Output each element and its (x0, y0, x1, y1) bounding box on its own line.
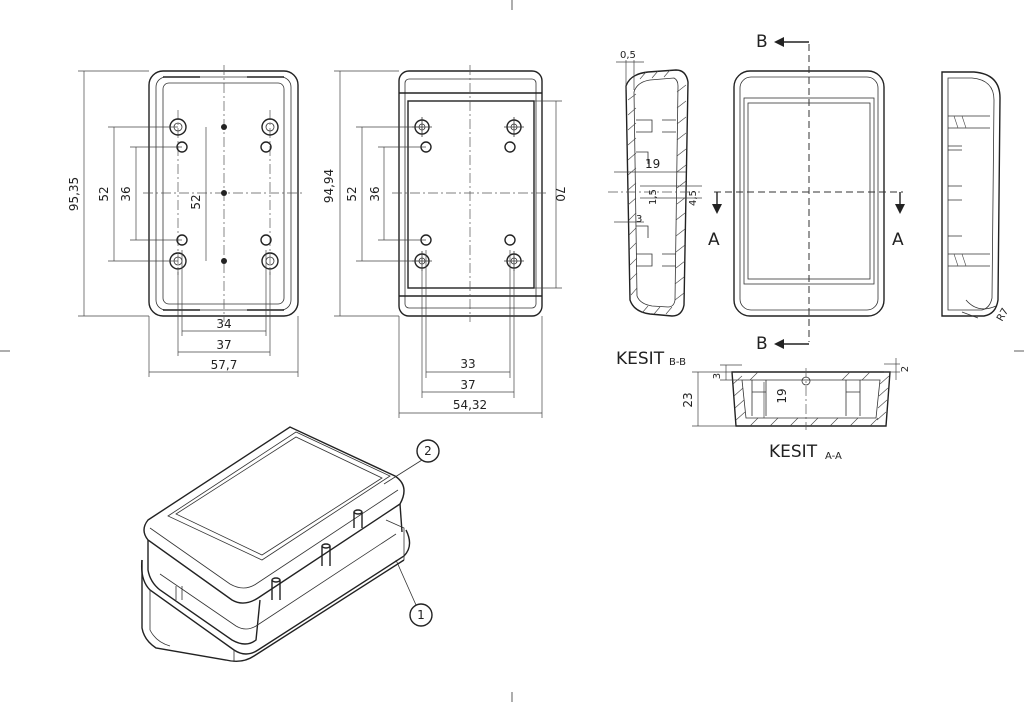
dim-dia-4-5: 4,5 (688, 190, 699, 206)
dim-70: 70 (553, 186, 567, 201)
bottom-view: 95,35 52 36 52 34 37 57,7 (67, 65, 305, 377)
balloon-2-label: 2 (424, 444, 432, 458)
part-balloon-2 (383, 439, 440, 485)
dim-2: 2 (900, 366, 911, 372)
dim-19: 19 (775, 388, 789, 403)
dim-52-center: 52 (189, 194, 203, 209)
dim-52-outer: 52 (345, 186, 359, 201)
section-hatching (627, 69, 687, 315)
section-b-b-subscript: B-B (669, 357, 686, 368)
dim-0-5: 0,5 (620, 50, 636, 61)
dimension-lines (78, 70, 299, 377)
isometric-view: 2 1 (140, 426, 440, 663)
dim-94-94: 94,94 (322, 169, 336, 203)
dim-57-7: 57,7 (211, 358, 238, 372)
dim-dia-1-5: 1,5 (648, 189, 659, 205)
dim-52-outer: 52 (97, 186, 111, 201)
mounting-boss (169, 118, 279, 270)
posts (175, 509, 363, 600)
top-view: 94,94 52 36 70 33 37 54,32 (322, 65, 567, 418)
dimension-lines (614, 60, 702, 223)
dim-54-32: 54,32 (453, 398, 487, 412)
dimension-lines (334, 70, 562, 418)
dim-3: 3 (636, 214, 642, 225)
part-balloon-1 (395, 559, 433, 627)
dim-3: 3 (712, 373, 723, 379)
cut-arrows (712, 37, 905, 349)
cut-label-a-right: A (892, 230, 904, 250)
section-b-b-view: 0,5 19 1,5 4,5 3 KESIT B-B (608, 50, 702, 369)
dim-36-inner: 36 (119, 186, 133, 201)
dim-23: 23 (681, 392, 695, 407)
dim-37: 37 (216, 338, 231, 352)
cut-label-b-top: B (756, 32, 768, 52)
dim-36-inner: 36 (368, 186, 382, 201)
dim-r7: R7 (995, 306, 1011, 323)
center-holes (221, 124, 227, 264)
dim-19: 19 (645, 157, 660, 171)
dim-95-35: 95,35 (67, 177, 81, 211)
dimension-lines (692, 358, 900, 427)
dim-33: 33 (460, 357, 475, 371)
dim-34: 34 (216, 317, 231, 331)
section-b-b-title: KESIT (616, 349, 665, 369)
section-a-a-title: KESIT (769, 442, 818, 462)
mounting-posts (412, 117, 524, 271)
balloon-1-label: 1 (417, 608, 425, 622)
base-part (140, 519, 411, 663)
cut-label-a-left: A (708, 230, 720, 250)
dim-37: 37 (460, 378, 475, 392)
section-a-a-view: 23 3 19 2 KESIT A-A (681, 358, 911, 462)
cut-label-b-bottom: B (756, 334, 768, 354)
side-view: R7 (941, 71, 1011, 324)
front-view: B B A A (708, 32, 905, 354)
cover-part (143, 426, 405, 645)
section-a-a-subscript: A-A (825, 451, 842, 462)
